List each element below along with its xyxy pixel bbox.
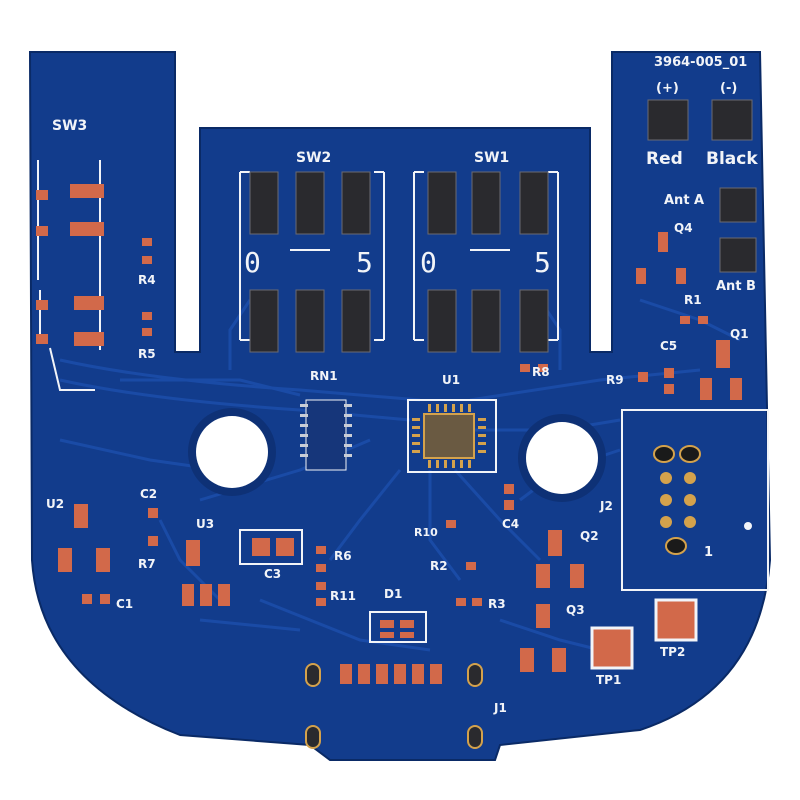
label-tp1: TP1 bbox=[596, 673, 621, 687]
label-sw2-five: 5 bbox=[356, 246, 373, 279]
label-r4: R4 bbox=[138, 273, 156, 287]
label-r7: R7 bbox=[138, 557, 156, 571]
rn1-chip bbox=[300, 399, 352, 471]
label-r6: R6 bbox=[334, 549, 352, 563]
smd-pads bbox=[36, 184, 742, 672]
j2-pin1-dot bbox=[744, 522, 752, 530]
label-sw2: SW2 bbox=[296, 150, 331, 166]
label-sw2-zero: 0 bbox=[244, 246, 261, 279]
label-plus: (+) bbox=[656, 81, 679, 96]
label-sw1-zero: 0 bbox=[420, 246, 437, 279]
label-q1: Q1 bbox=[730, 327, 749, 341]
label-j2: J2 bbox=[599, 499, 613, 513]
label-r8: R8 bbox=[532, 365, 550, 379]
tp2-pad bbox=[654, 598, 698, 642]
label-rn1: RN1 bbox=[310, 369, 338, 383]
label-u2: U2 bbox=[46, 497, 64, 511]
label-c1: C1 bbox=[116, 597, 133, 611]
label-black: Black bbox=[706, 149, 758, 169]
label-minus: (-) bbox=[720, 81, 737, 96]
label-j2-pin1: 1 bbox=[704, 545, 713, 560]
board-outline bbox=[28, 51, 772, 761]
tp1-pad bbox=[590, 626, 634, 670]
label-r10: R10 bbox=[414, 526, 438, 539]
label-q3: Q3 bbox=[566, 603, 585, 617]
label-d1: D1 bbox=[384, 587, 402, 601]
label-u3: U3 bbox=[196, 517, 214, 531]
label-r11: R11 bbox=[330, 589, 356, 603]
label-q4: Q4 bbox=[674, 221, 693, 235]
j2-header bbox=[653, 445, 701, 555]
label-sw3: SW3 bbox=[52, 118, 87, 134]
label-red: Red bbox=[646, 149, 683, 169]
label-c5: C5 bbox=[660, 339, 677, 353]
part-number: 3964-005_01 bbox=[654, 55, 747, 70]
j1-connector bbox=[305, 663, 483, 749]
switch-pads bbox=[249, 99, 757, 353]
label-ant-a: Ant A bbox=[664, 193, 704, 208]
label-c4: C4 bbox=[502, 517, 519, 531]
label-r1: R1 bbox=[684, 293, 702, 307]
label-r3: R3 bbox=[488, 597, 506, 611]
label-sw1-five: 5 bbox=[534, 246, 551, 279]
label-u1: U1 bbox=[442, 373, 460, 387]
label-r2: R2 bbox=[430, 559, 448, 573]
label-j1: J1 bbox=[493, 701, 507, 715]
label-r5: R5 bbox=[138, 347, 156, 361]
label-sw1: SW1 bbox=[474, 150, 509, 166]
silkscreen-labels: 3964-005_01 SW3 SW2 SW1 0 5 0 5 (+) (-) … bbox=[46, 55, 758, 715]
label-c2: C2 bbox=[140, 487, 157, 501]
label-q2: Q2 bbox=[580, 529, 599, 543]
label-r9: R9 bbox=[606, 373, 624, 387]
u1-chip bbox=[407, 399, 497, 473]
label-ant-b: Ant B bbox=[716, 279, 756, 294]
switch-outlines bbox=[37, 160, 769, 643]
label-tp2: TP2 bbox=[660, 645, 685, 659]
label-c3: C3 bbox=[264, 567, 281, 581]
